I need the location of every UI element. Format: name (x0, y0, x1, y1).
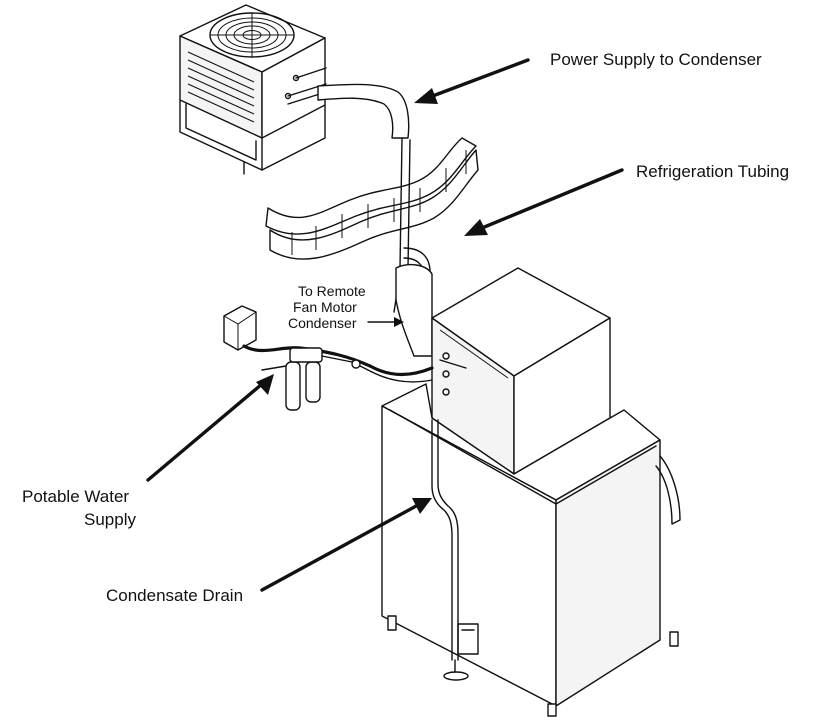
floor-drain-icon (443, 671, 469, 681)
label-potable-water-line1: Potable Water (22, 487, 129, 506)
label-potable-water-line2: Supply (84, 510, 136, 529)
shutoff-valve-icon (351, 359, 361, 369)
label-remote-fan-line3: Condenser (288, 315, 357, 331)
label-condensate-drain: Condensate Drain (106, 586, 243, 605)
ice-machine-head (431, 267, 611, 475)
refrigeration-lines (393, 137, 433, 357)
label-power-supply: Power Supply to Condenser (550, 50, 762, 69)
fan-guard-icon (209, 12, 295, 58)
leader-arrow-remote-fan (367, 317, 404, 327)
condenser-louvers (187, 51, 255, 123)
leader-arrow-power-supply (414, 58, 530, 104)
label-remote-fan-line1: To Remote (298, 283, 366, 299)
remote-condenser-unit (179, 4, 410, 175)
label-remote-fan-line2: Fan Motor (293, 299, 357, 315)
water-filter-assembly (261, 347, 433, 411)
label-refrigeration-tubing: Refrigeration Tubing (636, 162, 789, 181)
power-conduit (317, 83, 410, 139)
condenser-stand (179, 99, 326, 175)
storage-bin (381, 383, 681, 717)
cable-tray (265, 137, 479, 260)
power-cord (223, 305, 434, 377)
leader-arrow-refrigeration-tubing (464, 168, 624, 236)
leader-arrow-condensate-drain (260, 498, 432, 592)
leader-arrow-potable-water (146, 374, 274, 482)
condensate-drain-line (431, 419, 469, 681)
